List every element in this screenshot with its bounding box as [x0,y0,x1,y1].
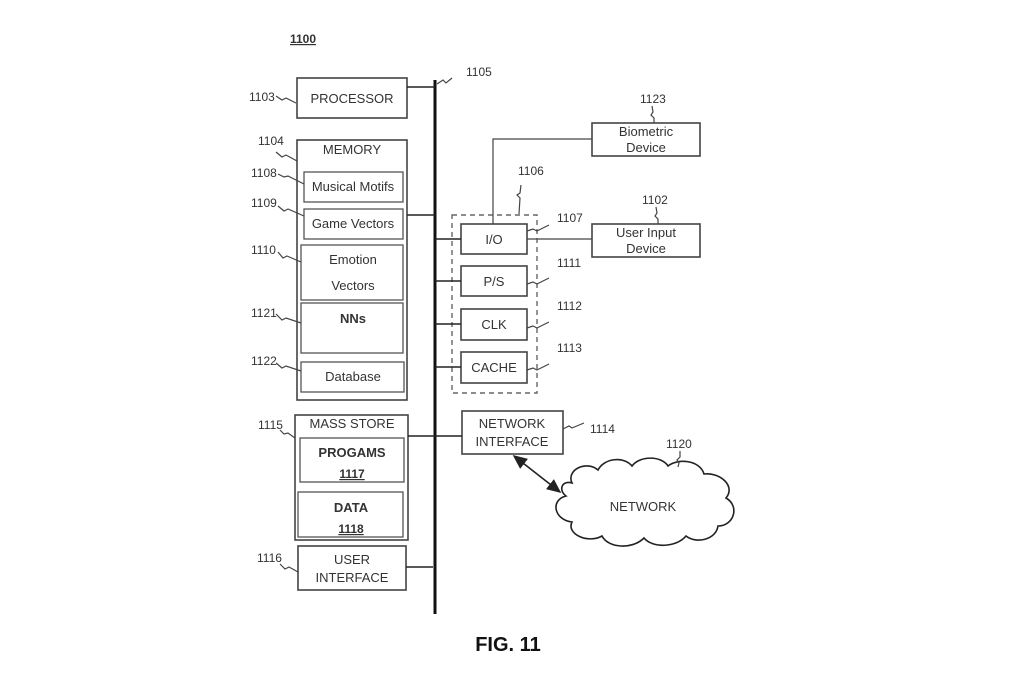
musical-motifs-leader [277,173,305,185]
data-ref: 1118 [338,522,364,536]
data-block [297,491,404,538]
network-leader [676,451,681,468]
memory-item-database [300,361,405,393]
support-group-ref: 1106 [518,164,544,178]
user-input-label-1: User Input [616,225,676,240]
nns-ref: 1121 [251,306,277,320]
user-interface-label-2: INTERFACE [316,570,389,585]
user-input-device-block: User Input Device [591,223,701,258]
mass-store-block: MASS STORE PROGAMS 1117 DATA 1118 [294,414,409,541]
support-group-boundary [451,214,538,394]
cache-label: CACHE [471,360,517,375]
network-interface-label-1: NETWORK [479,416,546,431]
nns-label: NNs [340,311,366,326]
cache-leader [526,363,550,371]
nns-leader [275,313,302,324]
clk-label: CLK [481,317,507,332]
cache-ref: 1113 [557,341,582,355]
game-vectors-ref: 1109 [251,196,277,210]
mass-store-leader [279,429,296,439]
biometric-leader [650,105,655,123]
musical-motifs-label: Musical Motifs [312,179,395,194]
memory-item-nns [300,302,404,354]
memory-item-musical-motifs [303,171,404,203]
processor-label: PROCESSOR [310,91,393,106]
processor-block: PROCESSOR [296,77,408,119]
processor-leader [275,95,297,104]
network-label: NETWORK [610,499,677,514]
network-interface-block: NETWORK INTERFACE [461,410,564,455]
io-block: I/O [460,223,528,255]
biometric-device-block: Biometric Device [591,122,701,157]
memory-item-emotion-vectors [300,244,404,301]
memory-block: MEMORY Musical Motifs Game Vectors Emoti… [296,139,408,401]
ps-label: P/S [484,274,505,289]
io-label: I/O [485,232,502,247]
data-label: DATA [334,500,369,515]
programs-ref: 1117 [339,467,365,481]
memory-leader [275,151,298,162]
database-ref: 1122 [251,354,277,368]
user-interface-block: USER INTERFACE [297,545,407,591]
biometric-label-2: Device [626,140,666,155]
cache-block: CACHE [460,351,528,384]
mass-store-ref: 1115 [258,418,283,432]
emotion-vectors-ref: 1110 [251,243,276,257]
user-interface-leader [279,563,299,573]
mass-store-label: MASS STORE [309,416,394,431]
io-biometric-link [492,138,592,224]
network-ref: 1120 [666,437,692,451]
game-vectors-leader [277,205,305,217]
io-ref: 1107 [557,211,583,225]
programs-label: PROGAMS [318,445,386,460]
ps-leader [526,277,550,285]
clk-ref: 1112 [557,299,582,313]
clk-block: CLK [460,308,528,341]
biometric-label-1: Biometric [619,124,674,139]
network-link-arrow [512,455,562,493]
emotion-vectors-label-2: Vectors [331,278,375,293]
processor-ref: 1103 [249,90,275,104]
support-group-leader [516,184,522,215]
emotion-vectors-leader [277,251,302,263]
memory-item-game-vectors [303,208,404,240]
musical-motifs-ref: 1108 [251,166,277,180]
ps-block: P/S [460,265,528,297]
network-cloud: NETWORK [555,457,735,547]
user-input-ref: 1102 [642,193,668,207]
ps-ref: 1111 [557,256,581,270]
io-leader [526,224,550,232]
biometric-ref: 1123 [640,92,666,106]
bus-ref: 1105 [466,65,492,79]
network-interface-leader [562,422,585,430]
network-interface-label-2: INTERFACE [476,434,549,449]
bus-leader [436,77,453,85]
emotion-vectors-label-1: Emotion [329,252,377,267]
clk-leader [526,321,550,329]
memory-ref: 1104 [258,134,284,148]
network-interface-ref: 1114 [590,422,615,436]
database-leader [275,362,302,372]
user-input-leader [654,206,659,224]
user-interface-ref: 1116 [257,551,282,565]
user-input-label-2: Device [626,241,666,256]
database-label: Database [325,369,381,384]
memory-label: MEMORY [323,142,382,157]
user-interface-label-1: USER [334,552,370,567]
figure-number: 1100 [290,32,316,46]
game-vectors-label: Game Vectors [312,216,395,231]
programs-block [299,437,405,483]
figure-caption: FIG. 11 [475,634,541,656]
